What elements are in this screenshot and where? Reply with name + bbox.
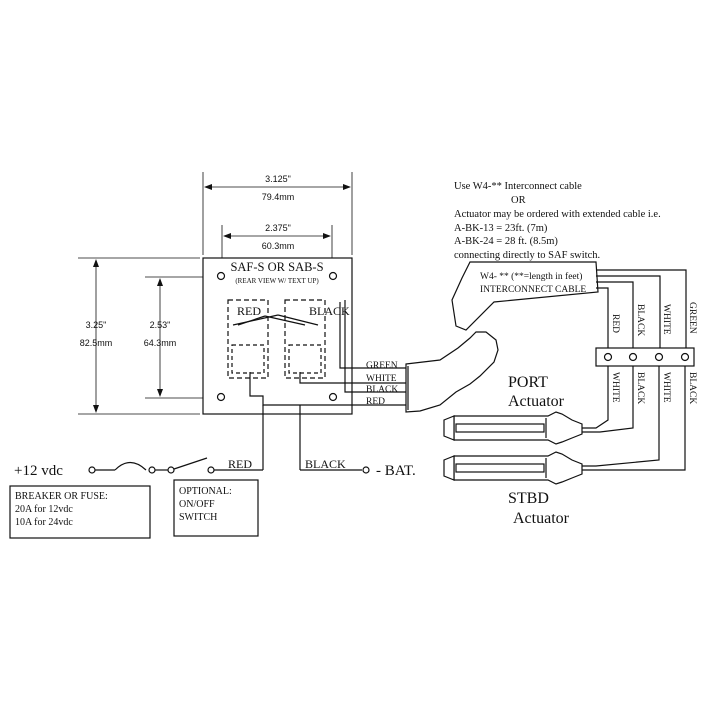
breaker-line-2: 20A for 12vdc bbox=[15, 504, 73, 515]
inner-width-mm: 60.3mm bbox=[262, 241, 295, 251]
switch-line-1: OPTIONAL: bbox=[179, 486, 232, 497]
outer-height-mm: 82.5mm bbox=[80, 338, 113, 348]
switch-line-2: ON/OFF bbox=[179, 499, 215, 510]
inner-width-in: 2.375" bbox=[265, 223, 291, 233]
stbd-actuator bbox=[443, 451, 583, 485]
panel-subtitle: (REAR VIEW W/ TEXT UP) bbox=[235, 277, 319, 285]
wire-label-red: RED bbox=[366, 397, 385, 407]
port-label-line2: Actuator bbox=[508, 393, 565, 410]
terminal-top-label-1: RED bbox=[610, 314, 620, 333]
red-wire-label: RED bbox=[228, 457, 252, 471]
interconnect-cable-body bbox=[451, 261, 599, 331]
stbd-label-line2: Actuator bbox=[513, 510, 570, 527]
note-line-1: Use W4-** Interconnect cable bbox=[454, 181, 582, 192]
outer-width-mm: 79.4mm bbox=[262, 192, 295, 202]
power-circuit bbox=[88, 405, 370, 474]
switch-line-3: SWITCH bbox=[179, 512, 217, 523]
inner-height-mm: 64.3mm bbox=[144, 338, 177, 348]
cable-label-line2: INTERCONNECT CABLE bbox=[480, 285, 586, 295]
stbd-label-line1: STBD bbox=[508, 490, 549, 507]
note-line-3: Actuator may be ordered with extended ca… bbox=[454, 209, 661, 220]
mounting-holes bbox=[216, 271, 338, 402]
actuator-wires bbox=[582, 366, 686, 471]
terminal-top-label-3: WHITE bbox=[661, 304, 671, 335]
onoff-switch-box bbox=[173, 479, 259, 537]
terminal-screws bbox=[603, 352, 690, 362]
dimension-lines bbox=[78, 172, 353, 415]
terminal-bottom-label-2: BLACK bbox=[635, 372, 645, 404]
wire-label-black: BLACK bbox=[366, 385, 398, 395]
note-line-6: connecting directly to SAF switch. bbox=[454, 250, 600, 261]
port-actuator bbox=[443, 411, 583, 445]
black-wire-label: BLACK bbox=[305, 457, 346, 471]
panel-title: SAF-S OR SAB-S bbox=[230, 260, 323, 274]
breaker-line-1: BREAKER OR FUSE: bbox=[15, 491, 108, 502]
switch-right bbox=[284, 299, 326, 379]
cable-wires bbox=[596, 269, 687, 348]
note-line-4: A-BK-13 = 23ft. (7m) bbox=[454, 223, 548, 234]
terminal-strip bbox=[595, 347, 695, 367]
breaker-line-3: 10A for 24vdc bbox=[15, 517, 73, 528]
terminal-top-label-2: BLACK bbox=[635, 304, 645, 336]
terminal-bottom-label-3: WHITE bbox=[661, 372, 671, 403]
breaker-box bbox=[9, 485, 151, 539]
switch-jumpers bbox=[232, 314, 319, 326]
inner-height-in: 2.53" bbox=[150, 320, 171, 330]
supply-label: +12 vdc bbox=[14, 463, 63, 479]
switch-left-label: RED bbox=[237, 304, 261, 318]
terminal-top-label-4: GREEN bbox=[687, 302, 697, 334]
panel-wires bbox=[249, 300, 408, 406]
terminal-bottom-label-1: WHITE bbox=[610, 372, 620, 403]
note-line-2: OR bbox=[511, 195, 526, 206]
terminal-bottom-label-4: BLACK bbox=[687, 372, 697, 404]
note-line-5: A-BK-24 = 28 ft. (8.5m) bbox=[454, 236, 558, 247]
outer-height-in: 3.25" bbox=[86, 320, 107, 330]
switch-left bbox=[227, 299, 269, 379]
battery-label: - BAT. bbox=[376, 463, 416, 479]
switch-right-label: BLACK bbox=[309, 304, 350, 318]
cable-label-line1: W4- ** (**=length in feet) bbox=[480, 271, 582, 282]
wire-label-white: WHITE bbox=[366, 374, 397, 384]
wire-label-green: GREEN bbox=[366, 361, 398, 371]
interconnect-plug bbox=[405, 331, 499, 413]
port-label-line1: PORT bbox=[508, 374, 548, 391]
outer-width-in: 3.125" bbox=[265, 174, 291, 184]
